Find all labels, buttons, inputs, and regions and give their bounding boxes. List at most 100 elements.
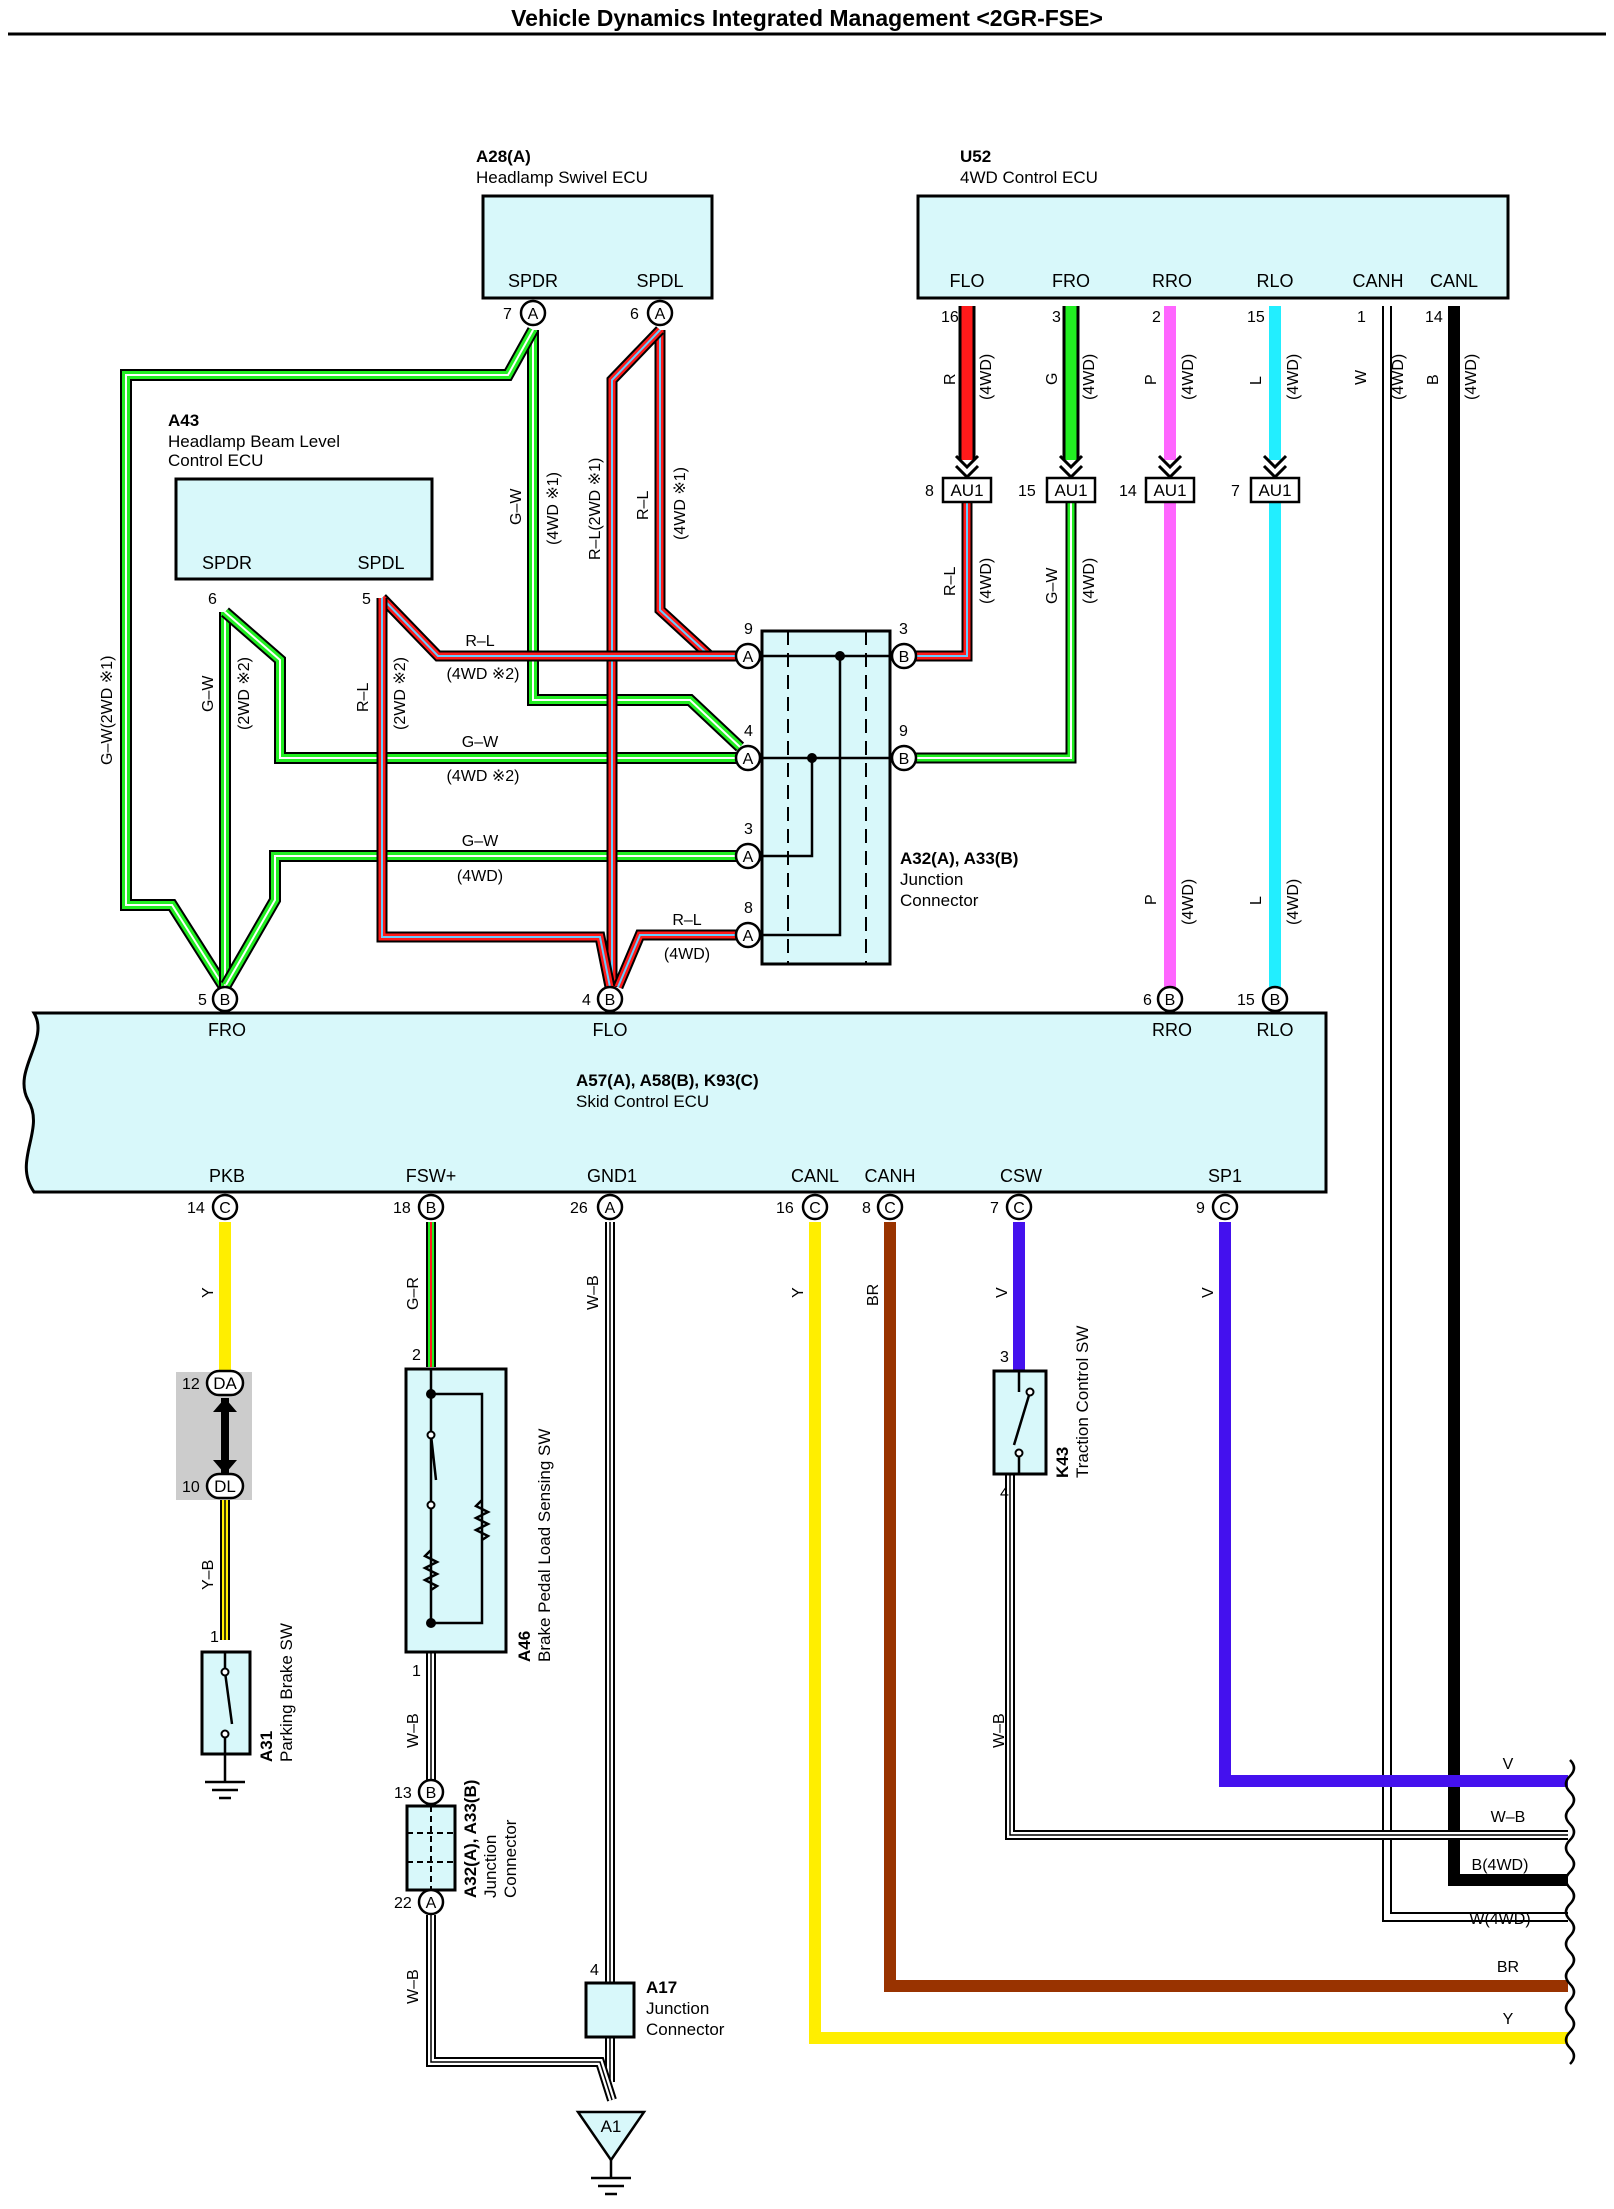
- au1-rlo-box: [1249, 476, 1301, 504]
- da-dl-arrow-up: [213, 1398, 237, 1412]
- pin-jc2-top: [417, 1778, 445, 1806]
- label-rro-lower-variant: (4WD): [1180, 879, 1197, 925]
- label-u52-rro-variant: (4WD): [1180, 354, 1197, 400]
- dl-connector: [205, 1472, 245, 1500]
- pin-jc-a8: [734, 921, 762, 949]
- junction-connector-top: [760, 629, 892, 966]
- wire-gw-a28-down-stripe: [532, 330, 741, 748]
- pin-number-jc-a3: 3: [744, 821, 753, 838]
- label-gr: G–R: [405, 1277, 422, 1310]
- label-pkb: Y: [200, 1287, 217, 1298]
- pin-number-skid-flo: 4: [582, 992, 591, 1009]
- pin-numbers: 7 6 16 3 2 15 1 14 8 15 14 7 6 5 9 4 3 8…: [182, 306, 1443, 1979]
- skid-name: Skid Control ECU: [576, 1092, 709, 1111]
- pin-number-u52-flo: 16: [941, 309, 959, 326]
- label-canh-br: BR: [865, 1284, 882, 1306]
- wires: [120, 306, 1568, 2102]
- label-au1-fro-down-color: G–W: [1044, 567, 1061, 604]
- pin-skid-csw: [1005, 1193, 1033, 1221]
- label-h-a9-color: R–L: [465, 633, 494, 650]
- skid-pin-rlo: RLO: [1256, 1020, 1293, 1040]
- label-a43-spdr-variant: (2WD ※2): [236, 657, 253, 730]
- pin-number-au1-rro: 14: [1119, 483, 1137, 500]
- junction-bottom-code: A32(A), A33(B): [461, 1780, 480, 1898]
- pin-a28-spdr: [519, 299, 547, 327]
- skid-control-ecu: [22, 1011, 1328, 1194]
- a46-node-2: [426, 1618, 436, 1628]
- pin-number-a17: 4: [590, 1962, 599, 1979]
- pin-number-skid-rlo: 15: [1237, 992, 1255, 1009]
- pin-jc-b9-letter: B: [899, 751, 910, 768]
- junction-connector-top-bus: [762, 654, 890, 937]
- label-a28-spdr-variant: (4WD ※1): [545, 472, 562, 545]
- wire-wb-k43-stripe: [1009, 1475, 1568, 1836]
- a31-name: Parking Brake SW: [277, 1623, 296, 1762]
- pin-number-a46-top: 2: [412, 1347, 421, 1364]
- wire-canl-black: [1448, 306, 1568, 1886]
- u52-pin-rlo: RLO: [1256, 271, 1293, 291]
- da-dl-arrow-down: [213, 1460, 237, 1474]
- junction-connector-top-dashes: [787, 631, 867, 964]
- pin-skid-flo: [596, 985, 624, 1013]
- pin-jc-a9: [734, 642, 762, 670]
- label-right-b: B(4WD): [1472, 1857, 1529, 1874]
- a46-contact-2: [426, 1500, 436, 1510]
- pin-number-au1-fro: 15: [1018, 483, 1036, 500]
- label-rlo-lower-color: L: [1248, 896, 1265, 905]
- junction-connector-bottom-grid: [407, 1806, 455, 1890]
- pin-number-a43-spdl: 5: [362, 591, 371, 608]
- wire-rl-a43-to-jca9: [378, 594, 745, 662]
- a43-pin-spdr: SPDR: [202, 553, 252, 573]
- au1-rro: AU1: [1144, 454, 1196, 504]
- pin-number-skid-gnd1: 26: [570, 1200, 588, 1217]
- pin-number-skid-fsw: 18: [393, 1200, 411, 1217]
- label-a28-spdl-2wd: R–L(2WD ※1): [587, 458, 604, 560]
- junction-top-code: A32(A), A33(B): [900, 849, 1018, 868]
- pin-skid-csw-letter: C: [1013, 1200, 1025, 1217]
- pin-number-a28-spdl: 6: [630, 306, 639, 323]
- label-au1-flo-down-variant: (4WD): [978, 558, 995, 604]
- au1-flo-box: [941, 476, 993, 504]
- label-a43-spdl-variant: (2WD ※2): [392, 657, 409, 730]
- au1-rro-label: AU1: [1153, 481, 1186, 500]
- pin-jc2-bottom: [417, 1888, 445, 1916]
- pin-skid-rro-letter: B: [1165, 992, 1176, 1009]
- label-left-outer: G–W(2WD ※1): [99, 656, 116, 765]
- label-h-a8-color: R–L: [672, 912, 701, 929]
- junction-bottom-name2: Connector: [501, 1819, 520, 1898]
- a43-name-line1: Headlamp Beam Level: [168, 432, 340, 451]
- wire-wb-jc2-to-ground-stripe: [430, 1915, 613, 2101]
- label-a28-spdl-color: R–L: [635, 491, 652, 520]
- wire-canl-yellow: [809, 1222, 1568, 2044]
- k43-name: Traction Control SW: [1073, 1326, 1092, 1478]
- au1-flo: AU1: [941, 454, 993, 504]
- junction-dot-1: [835, 651, 845, 661]
- pin-jc2-top-letter: B: [426, 1785, 437, 1802]
- label-a43-spdr-color: G–W: [200, 675, 217, 712]
- a43-code: A43: [168, 411, 199, 430]
- pin-number-u52-canl: 14: [1425, 309, 1443, 326]
- au1-rlo: AU1: [1249, 454, 1301, 504]
- label-u52-flo-color: R: [942, 373, 959, 385]
- label-a28-spdl-variant: (4WD ※1): [672, 467, 689, 540]
- pin-number-skid-csw: 7: [990, 1200, 999, 1217]
- pin-number-jc-a9: 9: [744, 621, 753, 638]
- pin-number-jc-b3: 3: [899, 621, 908, 638]
- label-wb-a46: W–B: [405, 1713, 422, 1748]
- wire-gw-au1-to-jcb9: [905, 502, 1077, 764]
- continuation-break: [1564, 1759, 1576, 2065]
- pin-skid-canh: [876, 1193, 904, 1221]
- pin-skid-rlo-letter: B: [1270, 992, 1281, 1009]
- wire-rl-a28-to-skid-stripe: [611, 329, 661, 987]
- pin-skid-gnd1: [596, 1193, 624, 1221]
- a31-contact-dot-2: [220, 1729, 230, 1739]
- pin-number-skid-sp1: 9: [1196, 1200, 1205, 1217]
- pin-skid-fro: [211, 985, 239, 1013]
- wire-rl-a43-to-skid-stripe: [381, 598, 611, 988]
- label-sp1-v: V: [1200, 1287, 1217, 1298]
- pin-jc-a3: [734, 842, 762, 870]
- pin-skid-fro-letter: B: [220, 992, 231, 1009]
- pin-number-skid-pkb: 14: [187, 1200, 205, 1217]
- pin-number-skid-fro: 5: [198, 992, 207, 1009]
- wire-gw-au1-to-jcb9-fill: [905, 502, 1075, 762]
